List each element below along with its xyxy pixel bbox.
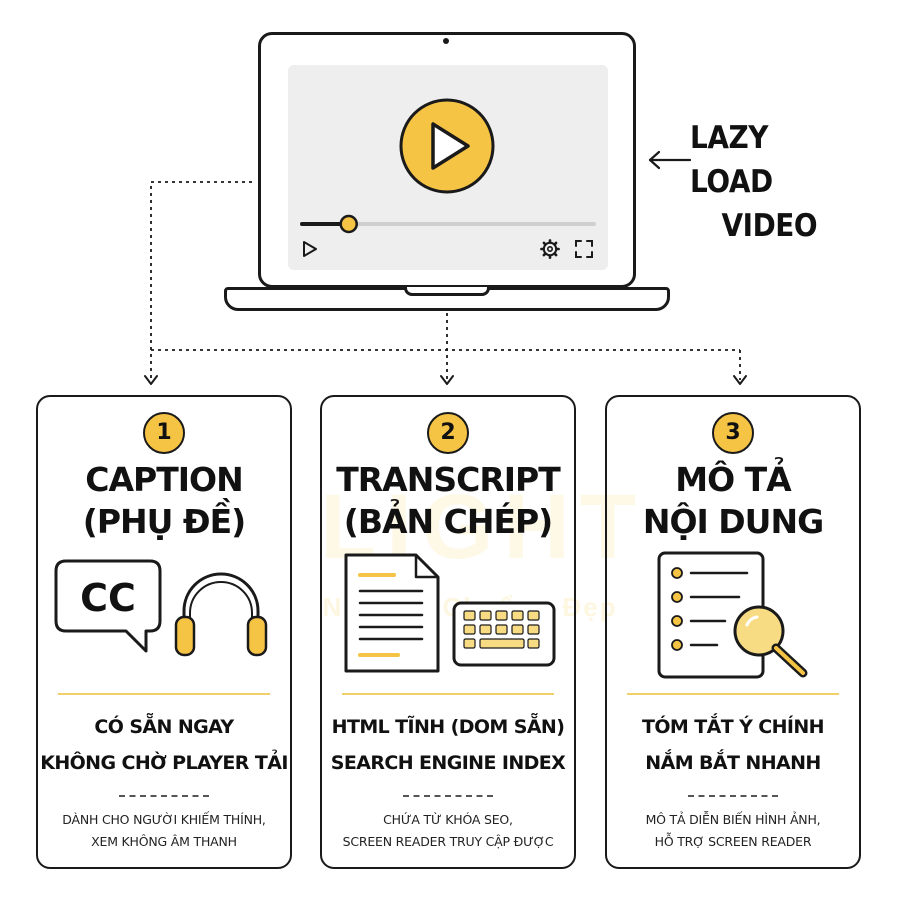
card-number-badge: 2: [427, 412, 469, 454]
lazy-load-video-label: LAZY LOAD VIDEO: [690, 116, 852, 248]
card-title-line2: NỘI DUNG: [642, 502, 824, 541]
card-title: TRANSCRIPT (BẢN CHÉP): [322, 459, 574, 543]
card-caption: 1 CAPTION (PHỤ ĐỀ) CC CÓ SẴN NGAY KHÔNG …: [36, 395, 292, 869]
card-dashed-divider: [119, 795, 209, 797]
card-note: DÀNH CHO NGƯỜI KHIẾM THÍNH, XEM KHÔNG ÂM…: [38, 809, 290, 853]
card-divider: [58, 693, 270, 695]
card-note-line2: XEM KHÔNG ÂM THANH: [91, 834, 237, 849]
lazy-load-arrow: [648, 150, 692, 170]
card-number-badge: 3: [712, 412, 754, 454]
card-note-line2: SCREEN READER TRUY CẬP ĐƯỢC: [342, 834, 554, 849]
fullscreen-icon[interactable]: [575, 240, 593, 258]
magnifier-icon: [733, 605, 808, 678]
play-icon[interactable]: [399, 98, 495, 194]
card-title-line2: (BẢN CHÉP): [343, 502, 554, 541]
card-note: MÔ TẢ DIỄN BIẾN HÌNH ẢNH, HỖ TRỢ SCREEN …: [607, 809, 859, 853]
card-dashed-divider: [403, 795, 493, 797]
card-title-line1: MÔ TẢ: [675, 460, 791, 499]
card-divider: [342, 693, 554, 695]
card-subtitle-line1: TÓM TẮT Ý CHÍNH: [642, 716, 825, 738]
card-divider: [627, 693, 839, 695]
laptop-notch: [404, 287, 490, 296]
card-title-line1: TRANSCRIPT: [336, 460, 560, 499]
headphones-icon: [174, 572, 268, 657]
lazy-load-label-line1: LAZY LOAD: [690, 120, 773, 200]
laptop-camera: [443, 38, 449, 44]
progress-handle[interactable]: [339, 214, 358, 234]
cc-speech-bubble-icon: CC: [54, 559, 162, 653]
card-subtitle-line1: CÓ SẴN NGAY: [94, 716, 234, 738]
document-icon: [344, 553, 440, 673]
settings-icon[interactable]: [540, 239, 560, 259]
card-illustration: [657, 551, 808, 679]
connector-arrowheads: [144, 375, 747, 385]
card-subtitle-line1: HTML TĨNH (DOM SẴN): [331, 716, 565, 738]
card-note-line1: DÀNH CHO NGƯỜI KHIẾM THÍNH,: [62, 812, 266, 827]
card-illustration: [344, 553, 556, 673]
card-subtitle: CÓ SẴN NGAY KHÔNG CHỜ PLAYER TẢI: [38, 709, 290, 781]
lazy-load-label-line2: VIDEO: [721, 208, 818, 244]
card-subtitle: TÓM TẮT Ý CHÍNH NẮM BẮT NHANH: [607, 709, 859, 781]
card-dashed-divider: [688, 795, 778, 797]
card-subtitle-line2: KHÔNG CHỜ PLAYER TẢI: [40, 752, 288, 774]
cc-text: CC: [80, 576, 136, 620]
dotted-connectors: [150, 181, 741, 380]
card-note-line2: HỖ TRỢ SCREEN READER: [654, 834, 812, 849]
card-content-description: 3 MÔ TẢ NỘI DUNG: [605, 395, 861, 869]
keyboard-icon: [452, 601, 556, 667]
video-progress-bar[interactable]: [300, 214, 596, 234]
card-note: CHỨA TỪ KHÓA SEO, SCREEN READER TRUY CẬP…: [322, 809, 574, 853]
card-subtitle: HTML TĨNH (DOM SẴN) SEARCH ENGINE INDEX: [322, 709, 574, 781]
card-title: CAPTION (PHỤ ĐỀ): [38, 459, 290, 543]
card-title-line1: CAPTION: [85, 460, 243, 499]
card-subtitle-line2: NẮM BẮT NHANH: [645, 752, 821, 774]
card-note-line1: CHỨA TỪ KHÓA SEO,: [383, 812, 513, 827]
card-note-line1: MÔ TẢ DIỄN BIẾN HÌNH ẢNH,: [645, 812, 821, 827]
card-number-badge: 1: [143, 412, 185, 454]
card-subtitle-line2: SEARCH ENGINE INDEX: [330, 752, 566, 774]
card-transcript: 2 TRANSCRIPT (BẢN CHÉP): [320, 395, 576, 869]
card-illustration: CC: [54, 559, 268, 657]
play-small-icon[interactable]: [303, 241, 317, 257]
card-title: MÔ TẢ NỘI DUNG: [607, 459, 859, 543]
card-title-line2: (PHỤ ĐỀ): [82, 502, 246, 541]
